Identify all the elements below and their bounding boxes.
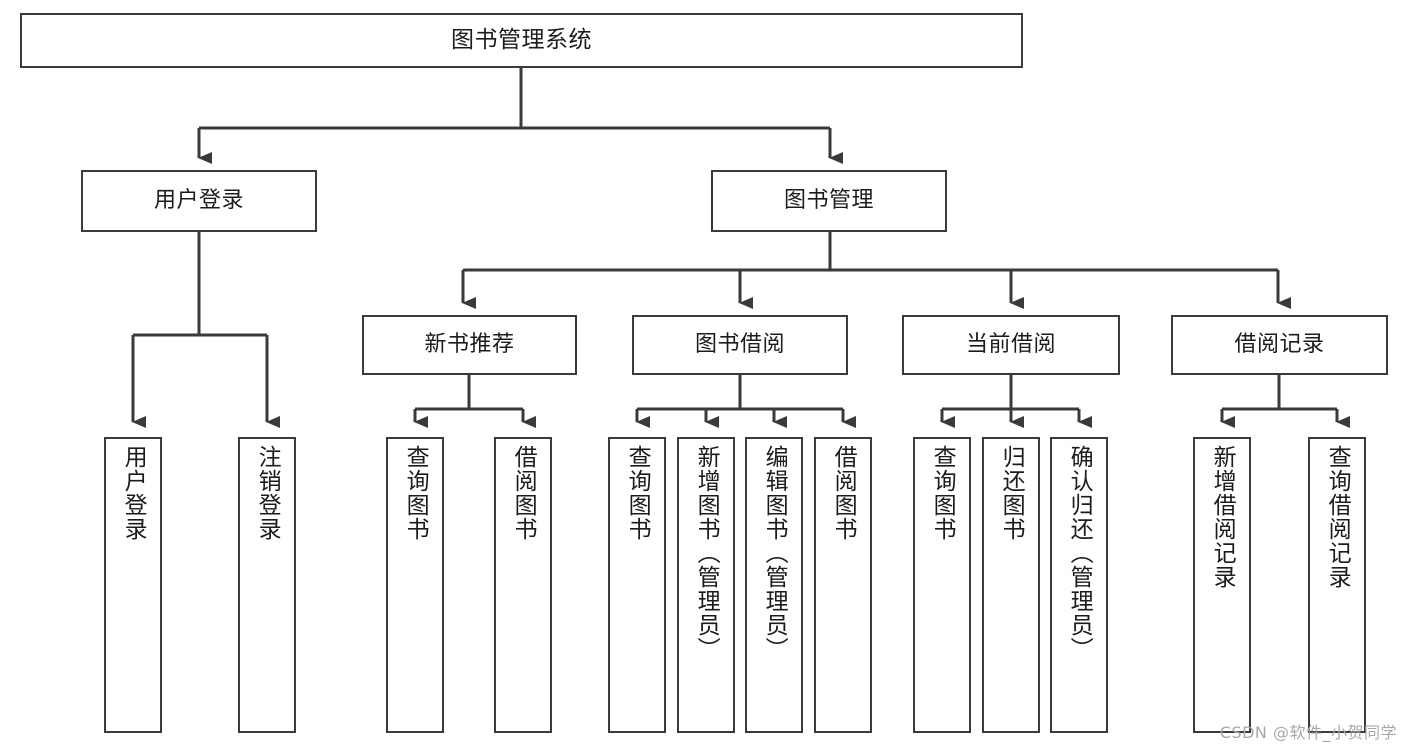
node-root-label: 图书管理系统 — [451, 26, 592, 53]
leaf-label: 用户登录 — [120, 445, 147, 541]
node-label: 借阅记录 — [1234, 332, 1325, 358]
leaf-add-book-admin[interactable]: 新增图书（管理员） — [677, 437, 735, 733]
leaf-query-book-borrow[interactable]: 查询图书 — [608, 437, 666, 733]
leaf-label: 查询图书 — [624, 445, 651, 541]
leaf-query-book-current[interactable]: 查询图书 — [913, 437, 971, 733]
node-new-book-recommend[interactable]: 新书推荐 — [362, 315, 577, 375]
leaf-label: 查询借阅记录 — [1324, 445, 1351, 589]
leaf-logout[interactable]: 注销登录 — [238, 437, 296, 733]
node-label: 图书管理 — [783, 188, 874, 214]
leaf-label: 归还图书 — [998, 445, 1025, 541]
leaf-borrow-book-recommend[interactable]: 借阅图书 — [494, 437, 552, 733]
leaf-edit-book-admin[interactable]: 编辑图书（管理员） — [745, 437, 803, 733]
leaf-add-borrow-record[interactable]: 新增借阅记录 — [1193, 437, 1251, 733]
node-label: 用户登录 — [153, 188, 244, 214]
leaf-label: 确认归还（管理员） — [1066, 445, 1093, 661]
leaf-label: 编辑图书（管理员） — [761, 445, 788, 661]
node-user-login[interactable]: 用户登录 — [81, 170, 317, 232]
node-book-borrow[interactable]: 图书借阅 — [632, 315, 848, 375]
leaf-label: 新增图书（管理员） — [693, 445, 720, 661]
leaf-query-book-recommend[interactable]: 查询图书 — [386, 437, 444, 733]
leaf-borrow-book[interactable]: 借阅图书 — [814, 437, 872, 733]
node-borrow-record[interactable]: 借阅记录 — [1171, 315, 1388, 375]
watermark: CSDN @软件_小贺同学 — [1219, 723, 1397, 742]
node-root[interactable]: 图书管理系统 — [20, 13, 1023, 68]
leaf-label: 新增借阅记录 — [1209, 445, 1236, 589]
leaf-query-borrow-record[interactable]: 查询借阅记录 — [1308, 437, 1366, 733]
leaf-return-book[interactable]: 归还图书 — [982, 437, 1040, 733]
node-current-borrow[interactable]: 当前借阅 — [902, 315, 1120, 375]
leaf-label: 借阅图书 — [510, 445, 537, 541]
leaf-label: 注销登录 — [254, 445, 281, 541]
node-label: 图书借阅 — [694, 332, 785, 358]
leaf-confirm-return-admin[interactable]: 确认归还（管理员） — [1050, 437, 1108, 733]
leaf-user-login[interactable]: 用户登录 — [104, 437, 162, 733]
node-label: 新书推荐 — [424, 332, 515, 358]
leaf-label: 借阅图书 — [830, 445, 857, 541]
leaf-label: 查询图书 — [929, 445, 956, 541]
node-book-management[interactable]: 图书管理 — [711, 170, 947, 232]
node-label: 当前借阅 — [965, 332, 1056, 358]
leaf-label: 查询图书 — [402, 445, 429, 541]
